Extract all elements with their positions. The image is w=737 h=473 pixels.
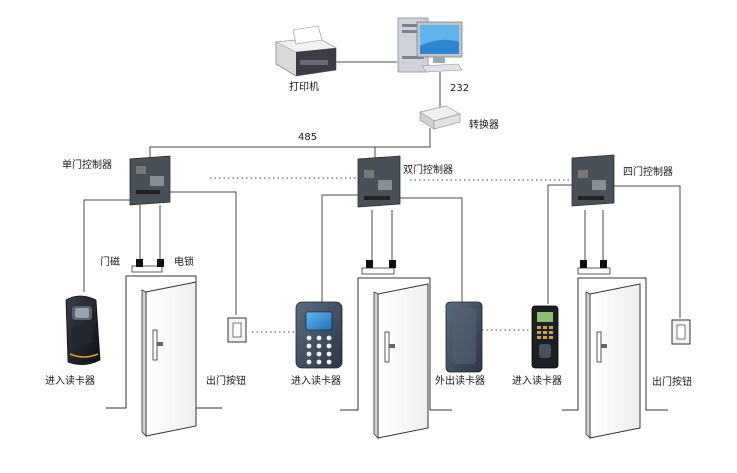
door-2 [340, 260, 452, 439]
exit-button-2-icon [671, 319, 691, 345]
converter-icon [419, 105, 461, 130]
wire-reader-3 [547, 184, 574, 304]
entry-reader-2-label: 进入读卡器 [291, 376, 341, 387]
computer-icon [397, 17, 463, 73]
printer-icon [274, 25, 337, 77]
rs485-bus [149, 128, 431, 160]
rs485-label: 485 [298, 132, 318, 143]
fingerprint-keypad-reader-icon [531, 305, 559, 369]
double-door-controller-icon [357, 155, 401, 208]
double-door-controller-label: 双门控制器 [403, 165, 453, 176]
wire-reader-2 [321, 194, 362, 302]
printer-label: 打印机 [289, 82, 319, 93]
exit-button-1-label: 出门按钮 [206, 376, 246, 387]
converter-label: 转换器 [469, 120, 499, 131]
wiring [83, 61, 681, 333]
entry-reader-3-label: 进入读卡器 [512, 376, 562, 387]
wire-exit-button-1 [168, 191, 237, 315]
four-door-controller-icon [571, 154, 615, 207]
rs485-branch-double [374, 146, 430, 158]
rs232-label: 232 [450, 83, 470, 94]
electric-lock-label: 电锁 [174, 257, 194, 268]
exit-button-1-icon [227, 317, 247, 343]
door-magnet-label: 门磁 [100, 257, 120, 268]
single-door-controller-label: 单门控制器 [62, 160, 112, 171]
wire-exit-reader [398, 197, 463, 302]
entry-reader-1-label: 进入读卡器 [45, 376, 95, 387]
door-1 [106, 259, 222, 437]
wire-exit-button-2 [612, 185, 681, 318]
single-door-controller-icon [129, 155, 171, 206]
fingerprint-reader-icon [65, 295, 101, 365]
door-3 [562, 260, 668, 439]
exit-reader-label: 外出读卡器 [435, 376, 485, 387]
exit-button-2-label: 出门按钮 [652, 377, 692, 388]
exit-reader-icon [445, 301, 483, 373]
four-door-controller-label: 四门控制器 [623, 167, 673, 178]
keypad-reader-icon [295, 301, 343, 369]
